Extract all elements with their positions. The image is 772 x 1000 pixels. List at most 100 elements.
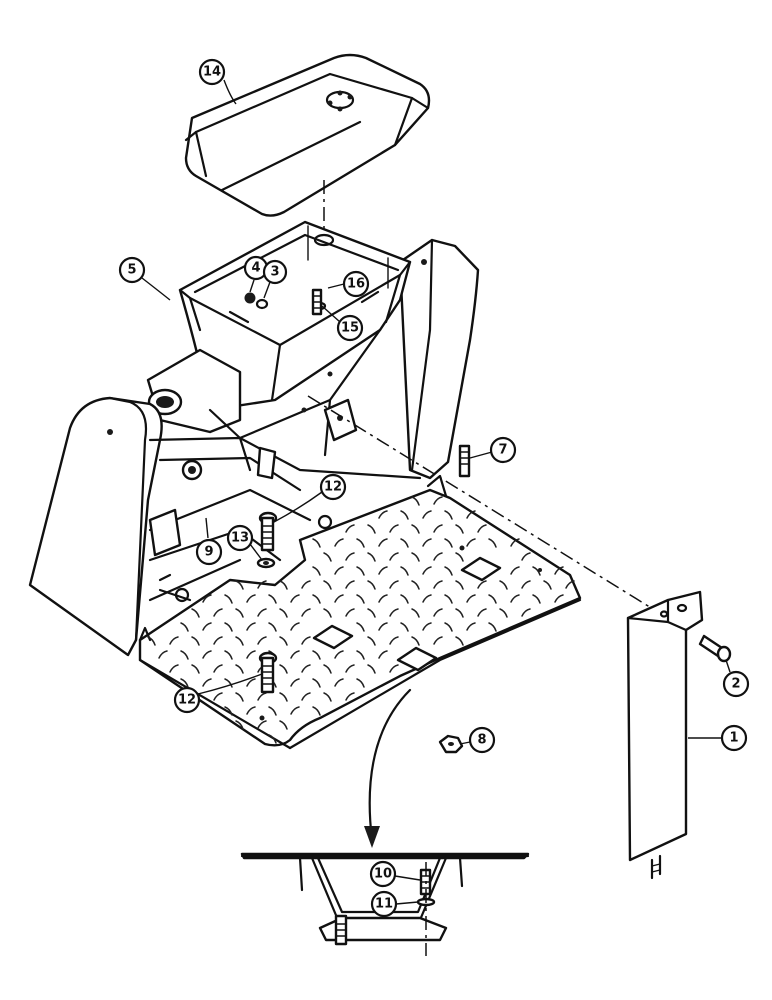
tread-mark [411, 608, 420, 618]
tread-mark [180, 650, 189, 660]
tread-mark [367, 636, 376, 646]
callout-4: 4 [243, 255, 269, 293]
tread-mark [356, 678, 365, 688]
tread-mark [422, 622, 432, 631]
tread-mark [389, 552, 399, 561]
tread-mark [554, 594, 564, 603]
tread-mark [224, 622, 233, 632]
tread-mark [345, 524, 355, 533]
tread-mark [290, 678, 300, 687]
tread-mark [521, 580, 531, 589]
tread-mark [257, 636, 267, 645]
tread-mark [378, 538, 388, 547]
console-box [146, 220, 412, 472]
tread-mark [323, 692, 332, 702]
tread-mark [312, 678, 321, 688]
tread-mark [213, 636, 223, 645]
tread-mark [279, 580, 288, 590]
tread-mark [290, 622, 300, 631]
tread-mark [268, 594, 277, 604]
tread-mark [235, 636, 244, 646]
bolt-12-lower [258, 651, 278, 694]
tread-mark [499, 608, 508, 618]
left-side-panel [28, 396, 163, 657]
callout-label: 5 [127, 263, 136, 278]
tread-mark [389, 524, 399, 533]
tread-mark [323, 552, 332, 562]
bolt-7 [458, 444, 471, 478]
tread-mark [257, 580, 267, 589]
callout-11: 11 [370, 890, 419, 918]
tread-mark [433, 524, 443, 533]
tread-mark [235, 608, 244, 618]
tread-mark [400, 594, 409, 604]
tread-mark [510, 538, 520, 547]
callout-label: 9 [204, 545, 213, 560]
tread-mark [202, 650, 212, 659]
tread-mark [433, 580, 443, 589]
callout-label: 11 [375, 897, 393, 912]
callout-12-upper: 12 [273, 473, 347, 523]
tread-mark [488, 622, 497, 632]
floor-plate [138, 474, 582, 750]
tread-mark [356, 538, 365, 548]
tread-mark [279, 692, 288, 702]
tread-mark [400, 566, 409, 576]
tread-mark [367, 524, 376, 534]
tread-mark [301, 664, 311, 673]
callout-10: 10 [369, 860, 421, 888]
tread-mark [246, 594, 256, 603]
tread-mark [224, 594, 233, 604]
tread-mark [444, 622, 453, 632]
tread-mark [378, 650, 388, 659]
tread-mark [411, 524, 420, 534]
tread-mark [290, 650, 300, 659]
tread-mark [521, 608, 531, 617]
tread-mark [367, 580, 376, 590]
callout-1: 1 [688, 724, 748, 752]
tread-mark [356, 650, 365, 660]
tread-mark [312, 538, 321, 548]
tread-mark [411, 580, 420, 590]
tread-mark [257, 720, 267, 729]
tread-mark [444, 538, 453, 548]
tread-mark [532, 566, 541, 576]
tread-mark [301, 608, 311, 617]
callout-label: 12 [178, 693, 196, 708]
tread-mark [466, 594, 476, 603]
tread-mark [268, 622, 277, 632]
tread-mark [147, 636, 156, 646]
tread-mark [246, 678, 256, 687]
bolt-12-upper [258, 511, 278, 552]
tread-mark [235, 720, 244, 730]
tread-mark [367, 664, 376, 674]
callout-9: 9 [195, 517, 223, 566]
tread-mark [334, 538, 344, 547]
tread-mark [312, 594, 321, 604]
tread-mark [301, 636, 311, 645]
tread-mark [158, 650, 168, 659]
tread-mark [477, 608, 487, 617]
tread-mark [455, 608, 464, 618]
tread-mark [213, 692, 223, 701]
washer-13 [256, 557, 276, 569]
callout-16: 16 [327, 270, 370, 298]
tread-mark [224, 678, 233, 688]
tread-mark [444, 510, 453, 520]
tread-mark [345, 608, 355, 617]
tread-mark [455, 552, 464, 562]
callout-label: 12 [324, 480, 342, 495]
tread-mark [411, 636, 420, 646]
callout-5: 5 [118, 256, 171, 301]
tread-mark [235, 664, 244, 674]
tread-mark [389, 664, 399, 673]
tread-mark [433, 636, 443, 645]
tread-mark [433, 496, 443, 505]
bracket-1 [626, 590, 704, 880]
tread-mark [279, 664, 288, 674]
callout-label: 7 [498, 443, 507, 458]
tread-mark [246, 622, 256, 631]
tread-mark [345, 664, 355, 673]
tread-mark [466, 538, 476, 547]
